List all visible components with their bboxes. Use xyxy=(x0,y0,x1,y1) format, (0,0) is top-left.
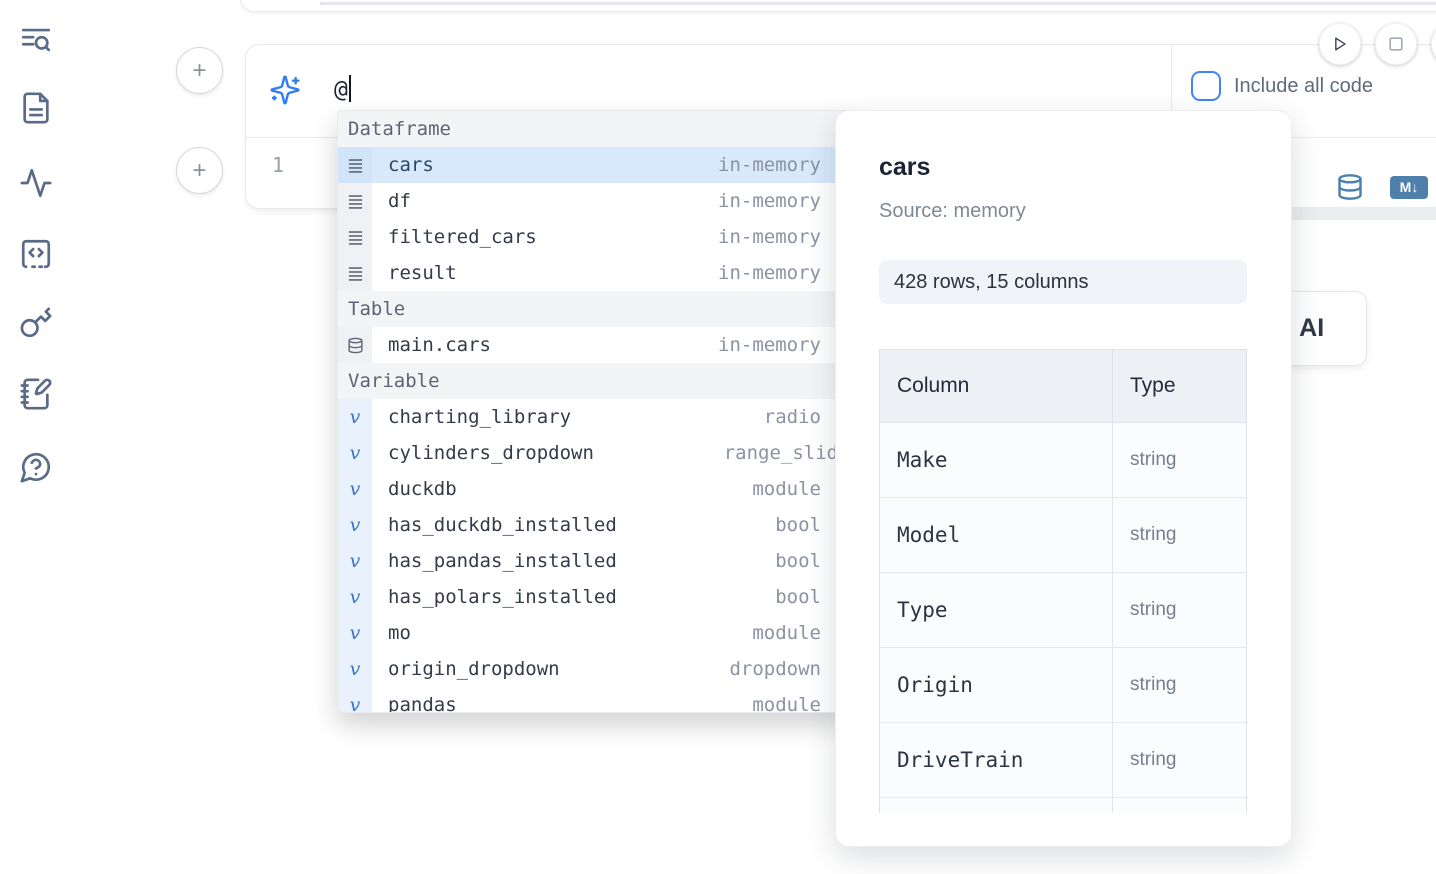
play-icon xyxy=(1335,37,1346,51)
activity-icon[interactable] xyxy=(19,166,53,200)
line-number: 1 xyxy=(272,153,285,177)
variable-icon: v xyxy=(349,622,361,644)
schema-column-type: string xyxy=(1130,449,1177,470)
autocomplete-item[interactable]: v Variable xyxy=(338,363,848,399)
autocomplete-dropdown: v Dataframe v cars in-memory xyxy=(337,110,849,713)
preview-title: cars xyxy=(879,153,931,181)
include-all-code-control: Include all code xyxy=(1191,71,1373,101)
sparkles-icon xyxy=(269,74,301,106)
item-kind-icon: v xyxy=(338,471,372,507)
table-database-icon xyxy=(347,337,363,353)
schema-table-row: DriveTrain string xyxy=(880,723,1246,798)
ai-prompt-input[interactable]: @ xyxy=(246,45,1172,137)
markdown-icon[interactable]: M↓ xyxy=(1390,175,1428,199)
item-kind-icon: v xyxy=(338,399,372,435)
variable-icon: v xyxy=(349,550,361,572)
schema-table-row: Make string xyxy=(880,423,1246,498)
dataframe-rows-icon xyxy=(348,266,362,281)
text-caret xyxy=(348,75,351,102)
help-chat-icon[interactable] xyxy=(19,450,53,484)
schema-table-header: Column Type xyxy=(880,350,1246,423)
item-kind-icon: v xyxy=(338,435,372,471)
autocomplete-item[interactable]: v result in-memory xyxy=(338,255,848,291)
schema-column-type: string xyxy=(1130,674,1177,695)
previous-cell-edge xyxy=(240,0,1436,12)
schema-table: Column Type Make string Model string Typ… xyxy=(879,349,1247,813)
preview-source: Source: memory xyxy=(879,200,1026,222)
schema-column-name: Origin xyxy=(880,648,1113,722)
run-cell-button[interactable] xyxy=(1319,23,1361,65)
scratchpad-notebook-icon[interactable] xyxy=(19,377,53,411)
schema-column-type: string xyxy=(1130,749,1177,770)
autocomplete-item[interactable]: v df in-memory xyxy=(338,183,848,219)
autocomplete-item[interactable]: v pandas module xyxy=(338,687,848,713)
preview-shape-badge: 428 rows, 15 columns xyxy=(879,260,1247,304)
item-kind-icon: v xyxy=(338,327,372,363)
variable-icon: v xyxy=(349,586,361,608)
toc-search-icon[interactable] xyxy=(19,23,53,57)
autocomplete-item[interactable]: v Dataframe xyxy=(338,111,848,147)
stop-button[interactable] xyxy=(1375,23,1417,65)
console-divider xyxy=(320,2,1436,5)
variable-icon: v xyxy=(349,478,361,500)
file-document-icon[interactable] xyxy=(19,91,53,125)
dataframe-rows-icon xyxy=(348,158,362,173)
variable-icon: v xyxy=(349,442,361,464)
dataframe-rows-icon xyxy=(348,230,362,245)
autocomplete-item[interactable]: v has_pandas_installed bool xyxy=(338,543,848,579)
item-kind-icon: v xyxy=(338,219,372,255)
autocomplete-item[interactable]: v origin_dropdown dropdown xyxy=(338,651,848,687)
autocomplete-item[interactable]: v has_polars_installed bool xyxy=(338,579,848,615)
item-kind-icon: v xyxy=(338,183,372,219)
item-kind-icon: v xyxy=(338,687,372,713)
autocomplete-item[interactable]: v filtered_cars in-memory xyxy=(338,219,848,255)
item-kind-icon: v xyxy=(338,615,372,651)
dataframe-preview-panel: cars Source: memory 428 rows, 15 columns… xyxy=(835,110,1292,847)
variable-icon: v xyxy=(349,514,361,536)
include-all-code-checkbox[interactable] xyxy=(1191,71,1221,101)
variable-icon: v xyxy=(349,406,361,428)
type-header: Type xyxy=(1130,374,1176,397)
schema-column-name: Model xyxy=(880,498,1113,572)
schema-column-name: DriveTrain xyxy=(880,723,1113,797)
stop-icon xyxy=(1389,37,1403,51)
autocomplete-item[interactable]: v cylinders_dropdown range_slider xyxy=(338,435,848,471)
add-cell-button-top[interactable]: + xyxy=(176,47,223,94)
schema-table-row: Model string xyxy=(880,498,1246,573)
schema-column-name: Type xyxy=(880,573,1113,647)
schema-column-type xyxy=(1113,798,1246,813)
dataframe-rows-icon xyxy=(348,194,362,209)
item-kind-icon: v xyxy=(338,507,372,543)
item-kind-icon: v xyxy=(338,255,372,291)
schema-table-row xyxy=(880,798,1246,813)
schema-column-name: Make xyxy=(880,423,1113,497)
item-kind-icon: v xyxy=(338,543,372,579)
database-icon[interactable] xyxy=(1336,171,1364,203)
autocomplete-item[interactable]: v Table xyxy=(338,291,848,327)
item-kind-icon: v xyxy=(338,579,372,615)
include-all-code-label: Include all code xyxy=(1234,74,1373,97)
autocomplete-item[interactable]: v has_duckdb_installed bool xyxy=(338,507,848,543)
item-kind-icon: v xyxy=(338,651,372,687)
schema-table-row: Origin string xyxy=(880,648,1246,723)
autocomplete-item[interactable]: v mo module xyxy=(338,615,848,651)
schema-table-row: Type string xyxy=(880,573,1246,648)
schema-column-name xyxy=(880,798,1113,813)
schema-column-type: string xyxy=(1130,599,1177,620)
autocomplete-item[interactable]: v charting_library radio xyxy=(338,399,848,435)
keys-icon[interactable] xyxy=(19,306,53,340)
cell-language-toggles: M↓ xyxy=(1336,171,1428,203)
autocomplete-item[interactable]: v duckdb module xyxy=(338,471,848,507)
add-cell-button-bottom[interactable]: + xyxy=(176,147,223,194)
code-snippets-icon[interactable] xyxy=(19,237,53,271)
variable-icon: v xyxy=(349,694,361,713)
column-header: Column xyxy=(880,350,1113,422)
variable-icon: v xyxy=(349,658,361,680)
prompt-text: @ xyxy=(334,75,351,103)
schema-column-type: string xyxy=(1130,524,1177,545)
autocomplete-item[interactable]: v cars in-memory xyxy=(338,147,848,183)
item-kind-icon: v xyxy=(338,147,372,183)
autocomplete-item[interactable]: v main.cars in-memory xyxy=(338,327,848,363)
